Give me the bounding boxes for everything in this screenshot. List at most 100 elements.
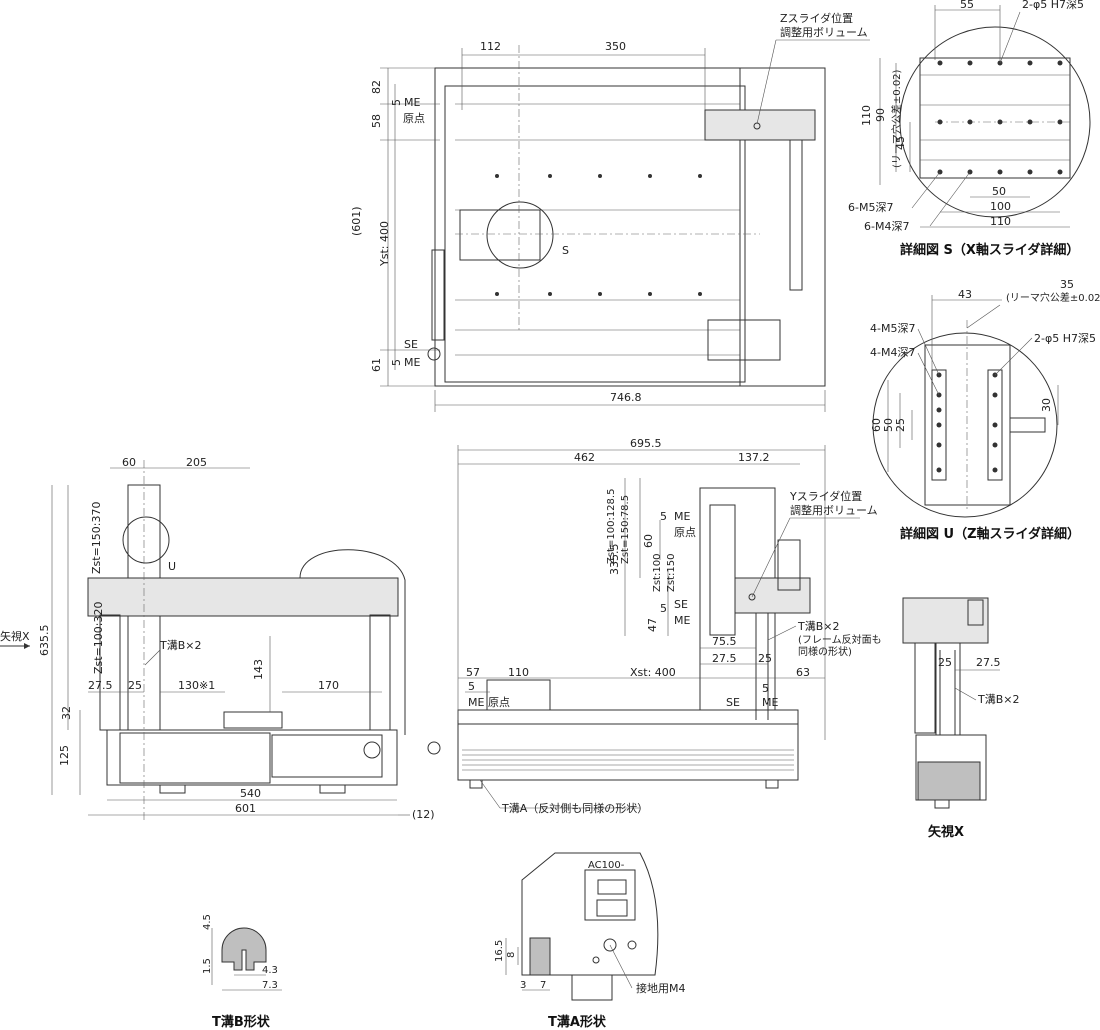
side-view-base [457,723,799,781]
top-view-cable-duct [789,139,803,291]
me-bottom-label: ME [404,356,420,369]
detail-u-slot-right [987,369,1003,481]
side-view-dim-5-a: 5 [660,510,667,523]
top-view-connector-strip [431,249,445,341]
side-view-slot-a-label: T溝A（反対側も同様の形状） [501,801,648,815]
dim-yst-400: Yst: 400 [378,221,391,267]
top-view: S 112 350 [350,11,870,412]
side-view-dim-695-5: 695.5 [630,437,662,450]
side-view-xst-400: Xst: 400 [630,666,676,679]
detail-s-dim-90: 90 [874,108,887,122]
dim-350: 350 [605,40,626,53]
detail-u-dim-60: 60 [870,418,883,432]
ground-screw-icon [603,938,617,952]
side-view-dim-27-5: 27.5 [712,652,737,665]
front-view-panel [271,734,383,778]
detail-s-m5-label: 6-M5深7 [848,201,893,214]
dim-5-bottom: 5 [390,359,403,366]
side-view-dim-5-c: 5 [468,680,475,693]
side-view-se-1: SE [674,598,688,611]
slot-b-detail: 4.5 1.5 4.3 7.3 T溝B形状 [202,914,282,1030]
side-view-y-carriage [734,577,811,614]
slot-b-dim-1-5: 1.5 [202,958,213,974]
front-view-dim-205: 205 [186,456,207,469]
detail-u-m4-label: 4-M4深7 [870,346,915,359]
side-view-zst-100: Zst:100 [652,554,663,592]
front-view-table [223,711,283,729]
dim-5-top: 5 [390,99,403,106]
arrow-view-dim-25: 25 [938,656,952,669]
side-view-fins [462,749,794,771]
dim-746-8: 746.8 [610,391,642,404]
side-view-dim-60: 60 [642,534,655,548]
side-view-table-block [486,679,551,711]
side-view-dim-462: 462 [574,451,595,464]
side-view-origin-2: 原点 [488,696,510,709]
detail-s-title: 詳細図 S（X軸スライダ詳細） [900,242,1079,258]
detail-u: 35 (リーマ穴公差±0.02) 43 4-M5深7 4-M4深7 2-φ5 H… [870,278,1100,542]
top-view-gantry [739,67,826,387]
side-view-dim-335-5: 335.5 [608,544,621,576]
front-view-dim-27-5: 27.5 [88,679,113,692]
detail-u-circle [872,332,1058,518]
detail-s-m4-label: 6-M4深7 [864,220,909,233]
slot-a-profile [529,937,551,976]
side-view-dim-57: 57 [466,666,480,679]
arrow-view-carriage [902,597,989,644]
se-label: SE [404,338,418,351]
detail-s-dim-110-h: 110 [990,215,1011,228]
slot-b-profile [221,927,267,971]
side-view-dim-5-d: 5 [762,682,769,695]
arrow-view-slot-b-label: T溝B×2 [977,693,1019,706]
u-mark-label: U [168,560,176,573]
top-view-slider-block [459,209,541,261]
detail-u-dim-30: 30 [1040,398,1053,412]
detail-s-plate [919,57,1071,179]
side-view-se-2: SE [726,696,740,709]
front-view-slot-b-label: T溝B×2 [159,639,201,652]
y-volume-label-1: Yスライダ位置 [789,489,862,503]
side-view-dim-137-2: 137.2 [738,451,770,464]
slot-b-dim-7-3: 7.3 [262,980,278,991]
top-view-controller-box [707,319,781,361]
front-view-y-beam [87,577,399,617]
side-view-slot-b-label: T溝B×2 [797,620,839,633]
front-view-dim-635-5: 635.5 [38,625,51,657]
front-view-zst-short: Zst=100:320 [92,602,105,675]
side-view-dim-110: 110 [508,666,529,679]
side-view-me-2: ME [674,614,690,627]
z-volume-label-2: 調整用ボリューム [780,25,868,39]
dim-58: 58 [370,114,383,128]
arrow-x-label: 矢視X [0,629,30,643]
power-switch-icon [597,879,627,895]
slot-a-dim-8: 8 [506,952,517,958]
side-view-me-1: ME [674,510,690,523]
detail-s-dim-100: 100 [990,200,1011,213]
detail-s-dim-55: 55 [960,0,974,11]
detail-u-dim-35: 35 [1060,278,1074,291]
front-view-dim-540: 540 [240,787,261,800]
side-view-dim-63: 63 [796,666,810,679]
dim-601-top: (601) [350,206,363,236]
slot-a-dim-3: 3 [520,980,526,991]
y-volume-knob-icon [748,593,756,601]
origin-label: 原点 [403,112,425,125]
detail-u-dim-50: 50 [882,418,895,432]
y-volume-label-2: 調整用ボリューム [790,503,878,517]
detail-u-marker-circle [122,516,170,564]
ground-m4-label: 接地用M4 [636,982,686,995]
front-view: U 60 205 635.5 Zst=150:370 Zst=100:320 3… [0,456,435,821]
front-view-base [106,729,398,786]
front-view-dim-130: 130※1 [178,679,215,692]
slot-b-dim-4-3: 4.3 [262,965,278,976]
slot-b-dim-4-5: 4.5 [202,914,213,930]
side-view-dim-47: 47 [646,618,659,632]
detail-s-dim-110-v: 110 [860,105,873,126]
detail-u-shaft [1009,417,1046,433]
side-view-slot-b-note-2: 同様の形状) [798,645,852,658]
side-view-dim-25: 25 [758,652,772,665]
front-view-dim-125: 125 [58,745,71,766]
detail-u-dim-43: 43 [958,288,972,301]
front-view-dim-32: 32 [60,706,73,720]
